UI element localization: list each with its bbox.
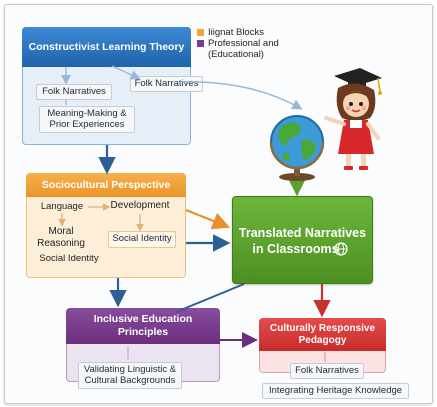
constructivist-title: Constructivist Learning Theory: [22, 27, 191, 67]
folk-narratives-chip: Folk Narratives: [36, 84, 112, 100]
orange-swatch: [197, 28, 204, 36]
translated-narratives-line2: in Classrooms: [252, 242, 339, 256]
inclusive-title-line2: Principles: [117, 326, 169, 338]
globe-icon: [260, 110, 334, 182]
social-identity-label: Social Identity: [39, 253, 99, 264]
culturally-title-line1: Culturally Responsive: [269, 322, 376, 334]
translated-narratives-box: [232, 196, 373, 284]
validating-chip: Validating Linguistic & Cultural Backgro…: [78, 362, 182, 389]
translated-narratives-title: Translated Narratives in Classrooms: [232, 218, 373, 264]
inclusive-title: Inclusive Education Principles: [66, 308, 220, 344]
heritage-chip: Integrating Heritage Knowledge: [262, 383, 409, 399]
legend-item: Iiignat Blocks: [197, 27, 297, 38]
legend-item: Professional and: [197, 38, 297, 49]
meaning-making-chip: Meaning-Making & Prior Experiences: [39, 106, 135, 133]
purple-swatch: [197, 39, 204, 47]
language-label: Language: [40, 201, 84, 212]
culturally-title: Culturally Responsive Pedagogy: [259, 318, 386, 351]
translated-narratives-line1: Translated Narratives: [238, 225, 367, 240]
moral-reasoning-label: Moral Reasoning: [37, 226, 85, 249]
student-illustration: [308, 66, 392, 176]
legend: Iiignat Blocks Professional and (Educati…: [197, 27, 297, 60]
sociocultural-title: Sociocultural Perspective: [26, 173, 186, 197]
folk-narratives-chip: Folk Narratives: [130, 76, 203, 92]
inclusive-title-line1: Inclusive Education: [93, 313, 193, 326]
folk-narratives-chip: Folk Narratives: [290, 363, 364, 379]
culturally-title-line2: Pedagogy: [298, 334, 347, 346]
legend-item: (Educational): [208, 49, 264, 60]
globe-small-icon: [334, 242, 348, 256]
connector-lines: [58, 65, 331, 362]
development-label: Development: [110, 200, 170, 211]
